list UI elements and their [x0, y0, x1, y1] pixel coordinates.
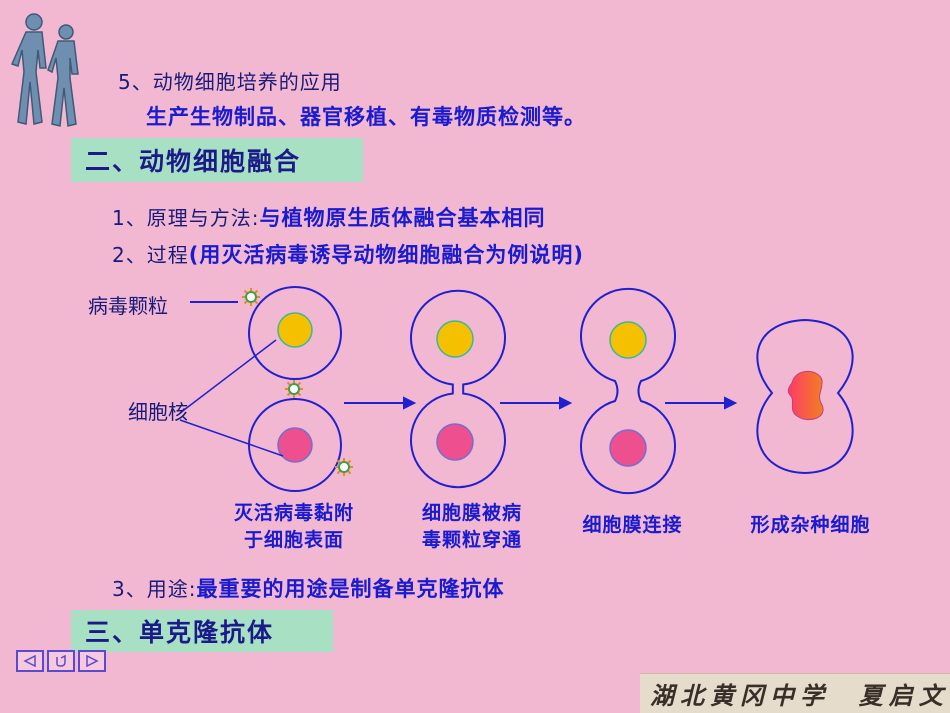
stage1-caption-line1: 灭活病毒黏附: [233, 502, 354, 524]
item3-line: 3、用途:最重要的用途是制备单克隆抗体: [112, 573, 504, 603]
item5-title: 5、动物细胞培养的应用: [118, 70, 342, 94]
cell-membrane-upper: [248, 286, 342, 380]
item2-prefix: 2、过程: [112, 243, 189, 267]
stage3-caption: 细胞膜连接: [560, 512, 705, 539]
cell-fusion-diagram: [179, 286, 854, 495]
nucleus-pointer-line-2: [179, 419, 284, 457]
item3-prefix: 3、用途:: [112, 577, 197, 601]
nucleus-pointer-line-1: [179, 339, 277, 414]
stage1-cells: [241, 286, 354, 492]
stage2-caption-line1: 细胞膜被病: [421, 502, 522, 524]
nucleus-yellow: [436, 320, 474, 358]
section-heading-text: 三、单克隆抗体: [85, 618, 275, 647]
section-heading-text: 二、动物细胞融合: [85, 147, 302, 176]
stage3-cells: [580, 287, 676, 495]
item2-text: (用灭活病毒诱导动物细胞融合为例说明): [188, 243, 584, 267]
prev-triangle-icon: [23, 655, 36, 667]
item3-text: 最重要的用途是制备单克隆抗体: [196, 577, 505, 601]
stage4-caption-line1: 形成杂种细胞: [750, 514, 871, 536]
virus-label: 病毒颗粒: [88, 294, 168, 318]
item1-text: 与植物原生质体融合基本相同: [259, 206, 546, 230]
walking-people-icon: [10, 13, 79, 127]
hybrid-membrane: [756, 318, 854, 475]
stage4-cell: [756, 318, 854, 475]
slide-nav: [16, 650, 106, 672]
stage1-caption-line2: 于细胞表面: [243, 529, 344, 551]
nucleus-yellow: [277, 312, 313, 348]
fused-nucleus: [787, 370, 824, 420]
stage3-caption-line1: 细胞膜连接: [582, 514, 683, 536]
fused-membrane: [410, 289, 506, 489]
virus-particle-icon: [241, 287, 261, 307]
nucleus-pink: [277, 427, 313, 463]
virus-particle-icon: [334, 457, 354, 477]
stage1-caption: 灭活病毒黏附 于细胞表面: [214, 500, 374, 554]
nucleus-pink: [609, 429, 647, 467]
section-heading-monoclonal: 三、单克隆抗体: [71, 610, 333, 652]
stage2-cells: [410, 289, 506, 489]
section-heading-cell-fusion: 二、动物细胞融合: [71, 138, 363, 182]
connecting-membrane: [580, 287, 676, 495]
return-button[interactable]: [47, 650, 75, 672]
item2-line: 2、过程(用灭活病毒诱导动物细胞融合为例说明): [112, 239, 584, 269]
next-triangle-icon: [86, 655, 99, 667]
process-arrows: [344, 396, 738, 410]
footer-text: 湖北黄冈中学 夏启文: [650, 681, 949, 710]
nucleus-pink: [436, 423, 474, 461]
stage2-caption: 细胞膜被病 毒颗粒穿通: [397, 500, 547, 554]
item1-prefix: 1、原理与方法:: [112, 206, 260, 230]
return-icon: [56, 654, 66, 667]
virus-particle-icon: [284, 379, 304, 399]
stage2-caption-line2: 毒颗粒穿通: [421, 529, 522, 551]
prev-slide-button[interactable]: [16, 650, 44, 672]
nucleus-label: 细胞核: [128, 400, 188, 424]
author-footer: 湖北黄冈中学 夏启文: [640, 673, 950, 713]
stage4-caption: 形成杂种细胞: [728, 512, 893, 539]
next-slide-button[interactable]: [78, 650, 106, 672]
nucleus-yellow: [609, 321, 647, 359]
cell-membrane-lower: [248, 398, 342, 492]
item5-detail: 生产生物制品、器官移植、有毒物质检测等。: [146, 105, 586, 129]
item1-line: 1、原理与方法:与植物原生质体融合基本相同: [112, 202, 545, 232]
